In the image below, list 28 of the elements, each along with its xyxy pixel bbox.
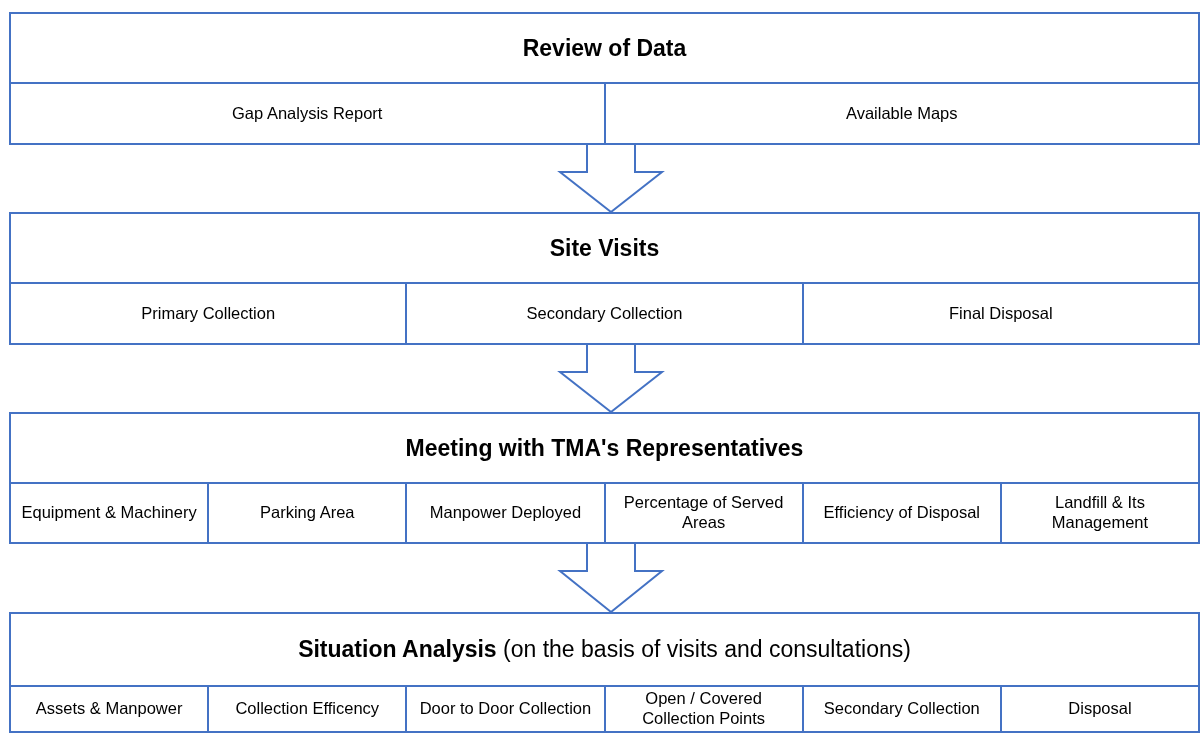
item-cell: Manpower Deployed [405,484,604,542]
item-cell: Open / Covered Collection Points [603,687,802,731]
item-cell: Secondary Collection [405,284,802,343]
item-cell: Primary Collection [11,284,406,343]
section-title: Meeting with TMA's Representatives [405,434,804,462]
item-cell: Door to Door Collection [405,687,604,731]
block-arrow [557,344,665,414]
item-cell: Final Disposal [801,284,1198,343]
section-title: Review of Data [522,34,687,62]
item-cell: Disposal [999,687,1199,731]
item-cell: Efficiency of Disposal [801,484,1000,542]
section-panel [9,612,1200,733]
section-title: Site Visits [549,234,660,262]
item-cell: Equipment & Machinery [11,484,208,542]
item-cell: Landfill & Its Management [999,484,1199,542]
block-arrow [557,543,665,614]
section-panel [9,212,1200,345]
section-panel [9,412,1200,544]
item-cell: Available Maps [603,84,1198,143]
section-title: Situation Analysis (on the basis of visits and consultations) [298,636,911,663]
item-cell: Collection Efficency [207,687,406,731]
item-cell: Secondary Collection [801,687,1000,731]
section-panel [9,12,1200,145]
block-arrow [557,144,665,214]
item-cell: Percentage of Served Areas [603,484,802,542]
item-cell: Assets & Manpower [11,687,208,731]
item-cell: Parking Area [207,484,406,542]
item-cell: Gap Analysis Report [11,84,604,143]
